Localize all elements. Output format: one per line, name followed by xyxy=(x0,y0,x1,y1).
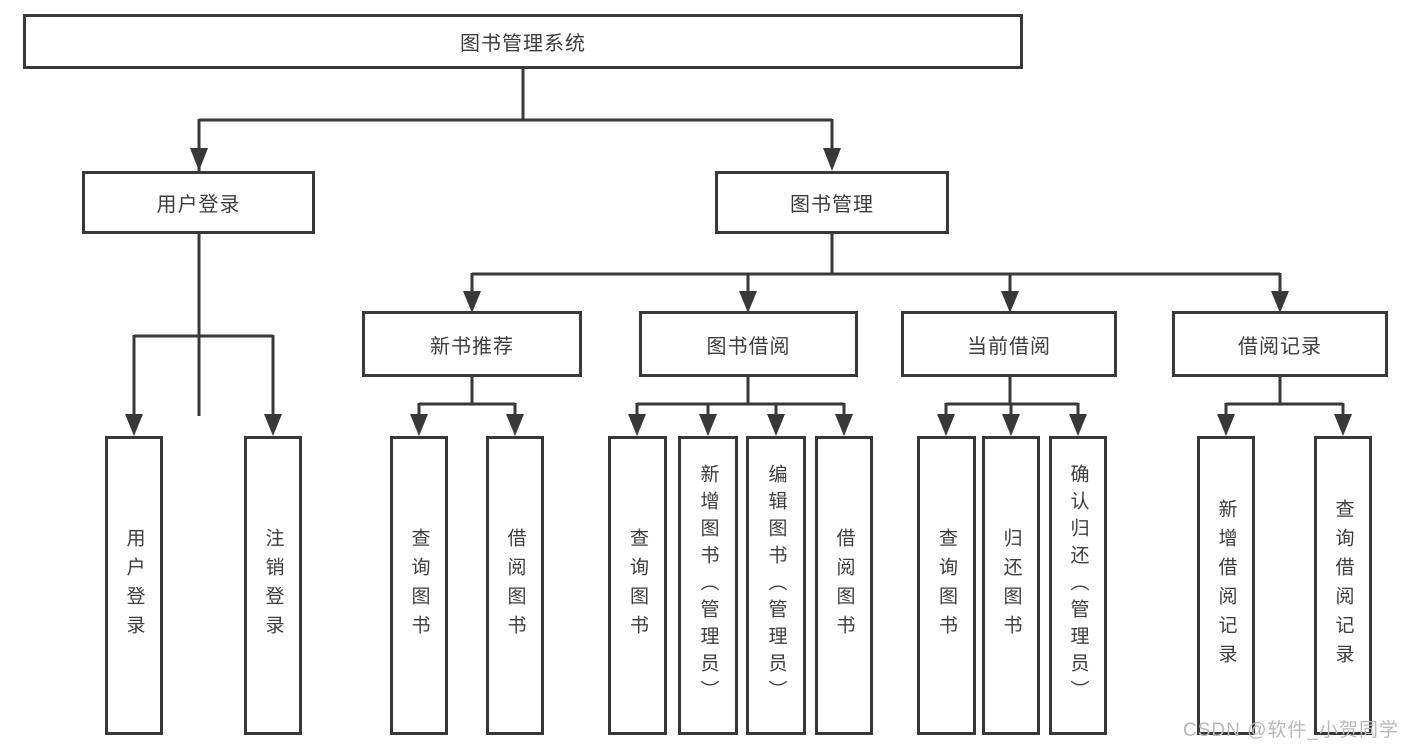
node-user-login: 用户登录 xyxy=(82,171,315,234)
leaf-bb-edit-books-admin-label: 编辑图书（管理员） xyxy=(765,464,787,707)
node-borrowing-records-label: 借阅记录 xyxy=(1238,335,1322,358)
leaf-bb-query-books: 查询图书 xyxy=(608,436,667,735)
node-user-login-label: 用户登录 xyxy=(156,194,241,216)
node-book-borrowing: 图书借阅 xyxy=(639,311,858,377)
leaf-cb-confirm-return-admin: 确认归还（管理员） xyxy=(1049,436,1107,735)
leaf-bb-add-books-admin: 新增图书（管理员） xyxy=(678,436,738,735)
csdn-watermark: CSDN @软件_小贺同学 xyxy=(1183,720,1399,741)
leaf-cb-return-books: 归还图书 xyxy=(982,436,1040,735)
node-root: 图书管理系统 xyxy=(23,14,1023,69)
leaf-user-login-label: 用户登录 xyxy=(123,527,145,644)
node-book-management-label: 图书管理 xyxy=(790,194,874,216)
leaf-br-query-record-label: 查询借阅记录 xyxy=(1332,498,1354,673)
leaf-cb-confirm-return-admin-label: 确认归还（管理员） xyxy=(1067,464,1089,707)
leaf-br-query-record: 查询借阅记录 xyxy=(1314,436,1372,735)
node-root-label: 图书管理系统 xyxy=(460,33,586,55)
leaf-bb-edit-books-admin: 编辑图书（管理员） xyxy=(746,436,806,735)
node-book-management: 图书管理 xyxy=(715,171,949,234)
leaf-br-add-record: 新增借阅记录 xyxy=(1197,436,1255,735)
node-current-borrowing: 当前借阅 xyxy=(901,311,1117,377)
leaf-bb-query-books-label: 查询图书 xyxy=(627,527,648,644)
node-new-book-recommend: 新书推荐 xyxy=(362,311,582,377)
leaf-rec-borrow-books: 借阅图书 xyxy=(486,436,544,735)
leaf-logout-label: 注销登录 xyxy=(262,527,284,644)
leaf-rec-query-books-label: 查询图书 xyxy=(408,527,430,644)
leaf-user-login: 用户登录 xyxy=(105,436,163,735)
leaf-cb-return-books-label: 归还图书 xyxy=(1000,527,1022,644)
leaf-bb-borrow-books-label: 借阅图书 xyxy=(833,527,855,644)
leaf-rec-borrow-books-label: 借阅图书 xyxy=(504,527,526,644)
leaf-bb-borrow-books: 借阅图书 xyxy=(815,436,873,735)
leaf-rec-query-books: 查询图书 xyxy=(390,436,448,735)
node-current-borrowing-label: 当前借阅 xyxy=(967,335,1051,358)
leaf-cb-query-books: 查询图书 xyxy=(917,436,976,735)
leaf-br-add-record-label: 新增借阅记录 xyxy=(1215,498,1237,673)
leaf-bb-add-books-admin-label: 新增图书（管理员） xyxy=(697,464,719,707)
node-book-borrowing-label: 图书借阅 xyxy=(706,335,791,358)
node-borrowing-records: 借阅记录 xyxy=(1172,311,1388,377)
node-new-book-recommend-label: 新书推荐 xyxy=(430,335,514,358)
leaf-cb-query-books-label: 查询图书 xyxy=(936,527,957,644)
leaf-logout: 注销登录 xyxy=(244,436,302,735)
